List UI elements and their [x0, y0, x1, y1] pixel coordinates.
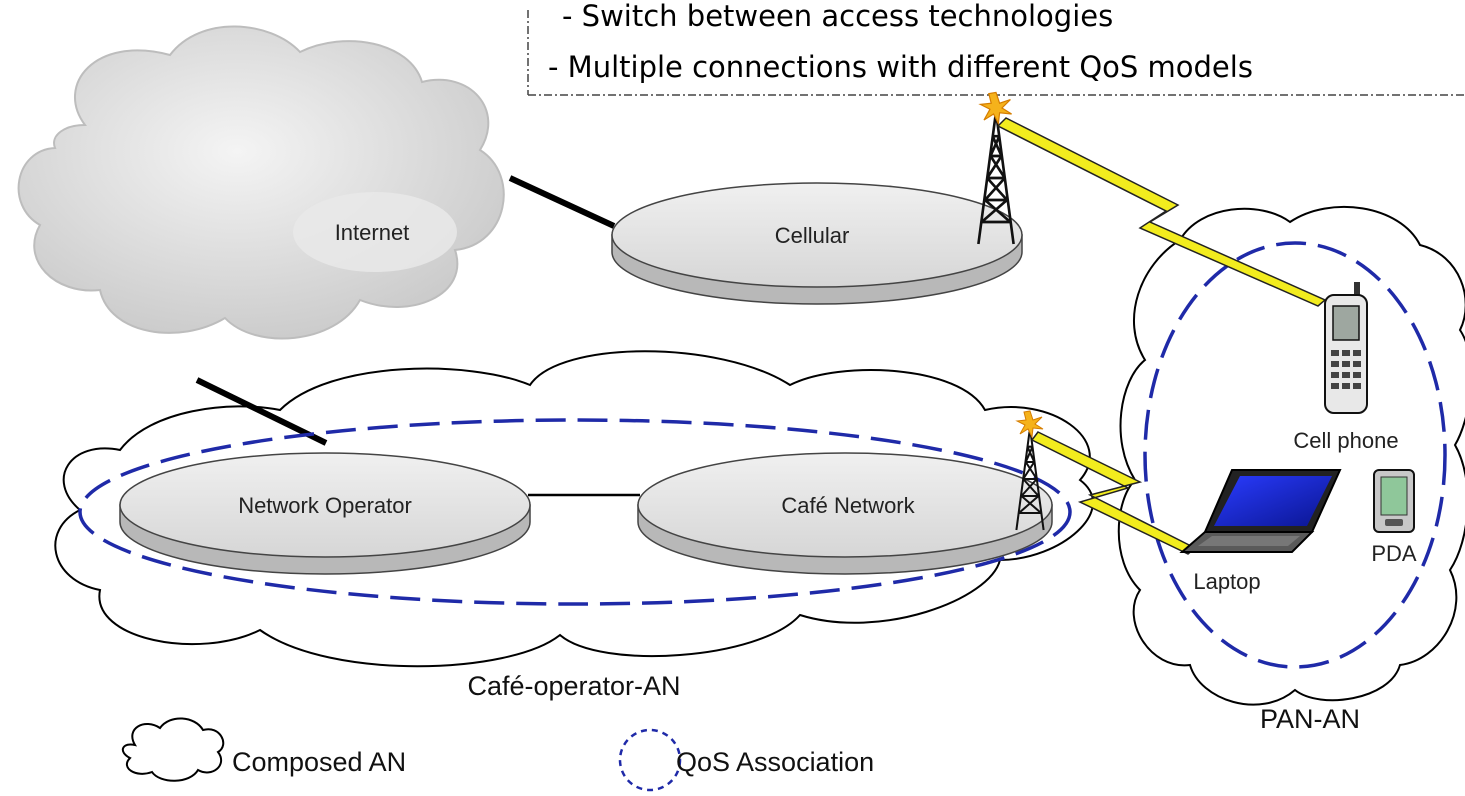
legend-qos-association-icon [618, 728, 682, 792]
cellular-disk: Cellular [611, 182, 1023, 305]
pda-label: PDA [1371, 541, 1417, 566]
cellular-wireless-link [996, 117, 1327, 307]
legend-qos-association-label: QoS Association [676, 747, 874, 777]
note-line-1: - Switch between access technologies [562, 0, 1113, 33]
cafe-network-label: Café Network [781, 493, 915, 518]
link-internet-cellular [508, 175, 616, 229]
cafe-network-disk: Café Network [637, 452, 1053, 575]
legend-composed-an-icon [121, 717, 225, 782]
cellular-label: Cellular [775, 223, 850, 248]
laptop-icon [1179, 469, 1342, 553]
pan-an-label: PAN-AN [1260, 704, 1360, 734]
cell-phone-label: Cell phone [1293, 428, 1398, 453]
network-operator-label: Network Operator [238, 493, 412, 518]
internet-cloud: Internet [17, 25, 505, 340]
note-line-2: - Multiple connections with different Qo… [548, 50, 1253, 84]
cafe-wireless-link [1030, 431, 1197, 555]
internet-label: Internet [335, 220, 410, 245]
laptop-label: Laptop [1193, 569, 1260, 594]
cafe-qos-association [78, 418, 1072, 606]
pan-an-cloud [1117, 205, 1465, 706]
cell-phone-icon [1324, 282, 1368, 414]
cafe-operator-an-label: Café-operator-AN [467, 671, 680, 701]
legend: Composed AN QoS Association [121, 717, 874, 792]
network-operator-disk: Network Operator [119, 452, 531, 575]
internet-inner-cloud [293, 192, 457, 272]
pan-qos-association [1143, 241, 1447, 669]
pda-icon [1373, 469, 1415, 533]
link-internet-operator [195, 377, 328, 446]
legend-composed-an-label: Composed AN [232, 747, 406, 777]
